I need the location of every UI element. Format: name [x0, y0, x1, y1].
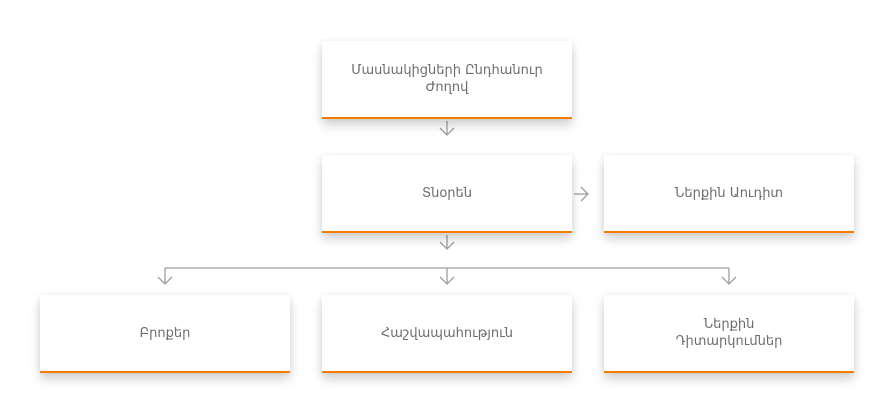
node-broker[interactable]: Բրոքեր [40, 295, 290, 373]
arrow-to-internal-review [721, 268, 737, 285]
arrow-director-down [439, 235, 455, 250]
node-accounting[interactable]: Հաշվապահություն [322, 295, 572, 373]
node-internal-review[interactable]: Ներքին Դիտարկումներ [604, 295, 854, 373]
arrow-to-accounting [439, 268, 455, 285]
arrow-to-broker [157, 268, 173, 285]
node-audit[interactable]: Ներքին Աուդիտ [604, 155, 854, 233]
node-label: Հաշվապահություն [380, 325, 514, 341]
node-label: Մասնակիցների Ընդհանուր Ժողով [351, 63, 543, 95]
node-label: Ներքին Աուդիտ [674, 185, 784, 201]
arrow-director-to-audit [574, 186, 589, 202]
arrow-assembly-to-director [439, 121, 455, 136]
node-label: Բրոքեր [139, 325, 191, 341]
node-director[interactable]: Տնօրեն [322, 155, 572, 233]
node-label: Տնօրեն [421, 185, 473, 201]
node-assembly[interactable]: Մասնակիցների Ընդհանուր Ժողով [322, 41, 572, 119]
node-label: Ներքին Դիտարկումներ [675, 317, 783, 349]
